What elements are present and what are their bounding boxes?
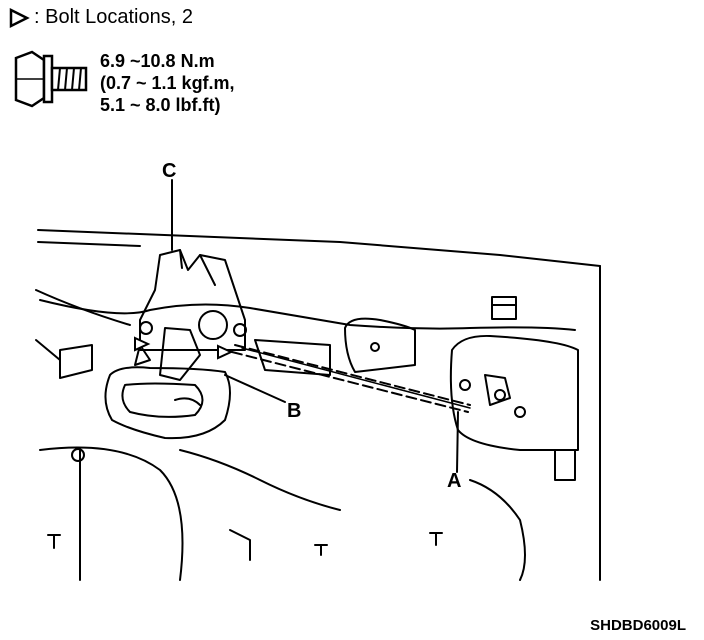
callout-c: C	[162, 160, 177, 182]
flange-bolt-icon	[14, 50, 88, 108]
figure-code: SHDBD6009L	[590, 617, 686, 634]
legend-text: : Bolt Locations, 2	[34, 6, 193, 28]
bolt-location-legend: : Bolt Locations, 2	[8, 6, 193, 29]
trunk-latch-drawing	[35, 179, 601, 581]
callout-a: A	[447, 470, 462, 492]
torque-line-3: 5.1 ~ 8.0 lbf.ft)	[100, 95, 221, 115]
callout-b: B	[287, 400, 302, 422]
triangle-outline-icon	[9, 7, 30, 28]
torque-spec: 6.9 ~10.8 N.m (0.7 ~ 1.1 kgf.m, 5.1 ~ 8.…	[10, 50, 235, 116]
torque-line-2: (0.7 ~ 1.1 kgf.m,	[100, 73, 235, 93]
bolt-location-marker	[217, 344, 234, 360]
torque-line-1: 6.9 ~10.8 N.m	[100, 51, 215, 71]
bolt-location-marker	[134, 336, 151, 352]
